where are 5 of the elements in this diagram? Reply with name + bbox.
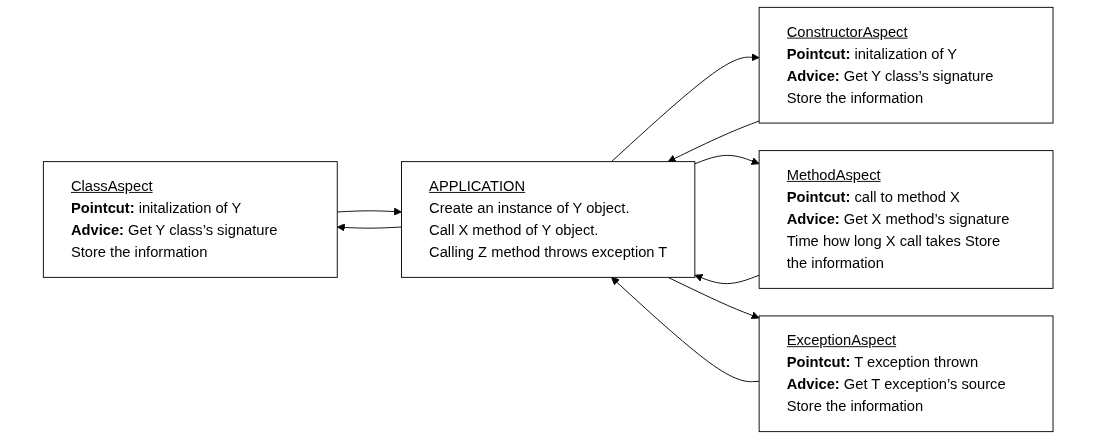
- node-box: ClassAspect Pointcut: initalization of Y Advice: Get Y class’s signature Store the information: [42, 161, 338, 278]
- node-box: ExceptionAspect Pointcut: T exception thrown Advice: Get T exception’s source Store the information: [758, 315, 1054, 433]
- node-box: MethodAspect Pointcut: call to method X Advice: Get X method’s signature Time how long X call takes Store the information: [758, 150, 1054, 289]
- node-box: APPLICATION Create an instance of Y object. Call X method of Y object. Calling Z method throws exception T: [400, 161, 696, 278]
- node-box: ConstructorAspect Pointcut: initalization of Y Advice: Get Y class’s signature Store the information: [758, 6, 1054, 124]
